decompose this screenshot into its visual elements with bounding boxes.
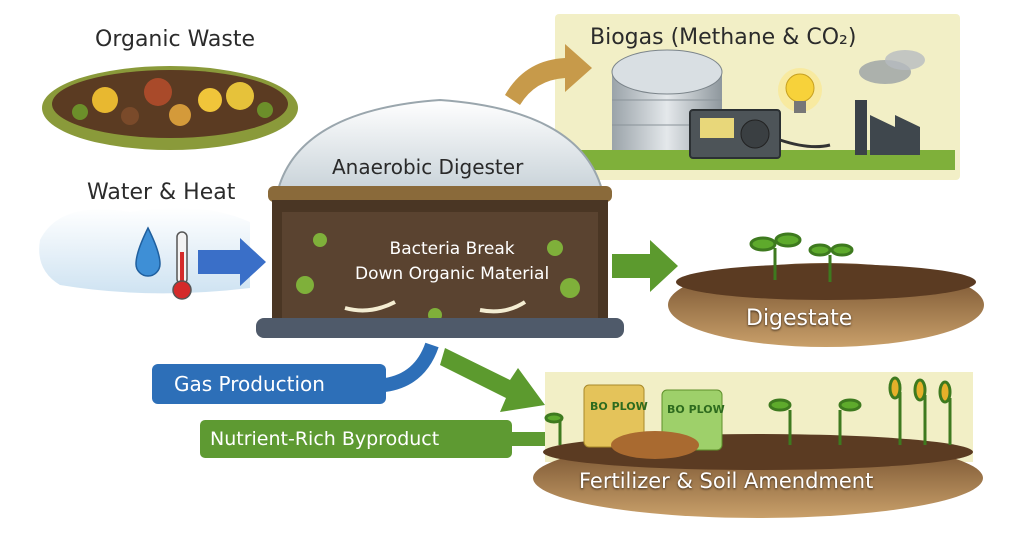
digestate-label: Digestate xyxy=(746,306,853,331)
fertilizer-label: Fertilizer & Soil Amendment xyxy=(579,469,874,493)
light-bulb-icon xyxy=(778,68,822,113)
water-heat-source xyxy=(39,207,266,300)
bacteria-label-line1: Bacteria Break xyxy=(389,239,515,259)
water-heat-arrow xyxy=(198,238,266,286)
factory-icon xyxy=(855,50,925,155)
bacteria-label-line2: Down Organic Material xyxy=(355,264,550,284)
water-heat-label: Water & Heat xyxy=(87,180,236,205)
organic-waste-pile xyxy=(42,66,298,150)
gas-arrow xyxy=(505,44,592,105)
plant-icon xyxy=(749,232,854,282)
biogas-label: Biogas (Methane & CO₂) xyxy=(590,25,857,50)
bag-brand-label-1: BO PLOW xyxy=(590,400,648,413)
anaerobic-digester xyxy=(256,98,624,338)
nutrient-banner xyxy=(200,348,545,458)
nutrient-byproduct-label: Nutrient-Rich Byproduct xyxy=(210,428,440,450)
biogas-panel xyxy=(555,14,960,180)
digester-label: Anaerobic Digester xyxy=(332,155,524,179)
thermometer-icon xyxy=(172,231,192,300)
gas-production-banner xyxy=(152,342,439,404)
digestate-arrow xyxy=(612,240,678,292)
water-drop-icon xyxy=(135,226,161,277)
fertilizer-panel xyxy=(533,372,983,518)
bag-brand-label-2: BO PLOW xyxy=(667,403,725,416)
digestate-mound xyxy=(668,232,984,347)
generator-icon xyxy=(689,109,831,159)
bacteria-label: Bacteria Break Down Organic Material xyxy=(355,237,549,287)
gas-production-label: Gas Production xyxy=(174,372,325,396)
organic-waste-label: Organic Waste xyxy=(95,27,256,52)
